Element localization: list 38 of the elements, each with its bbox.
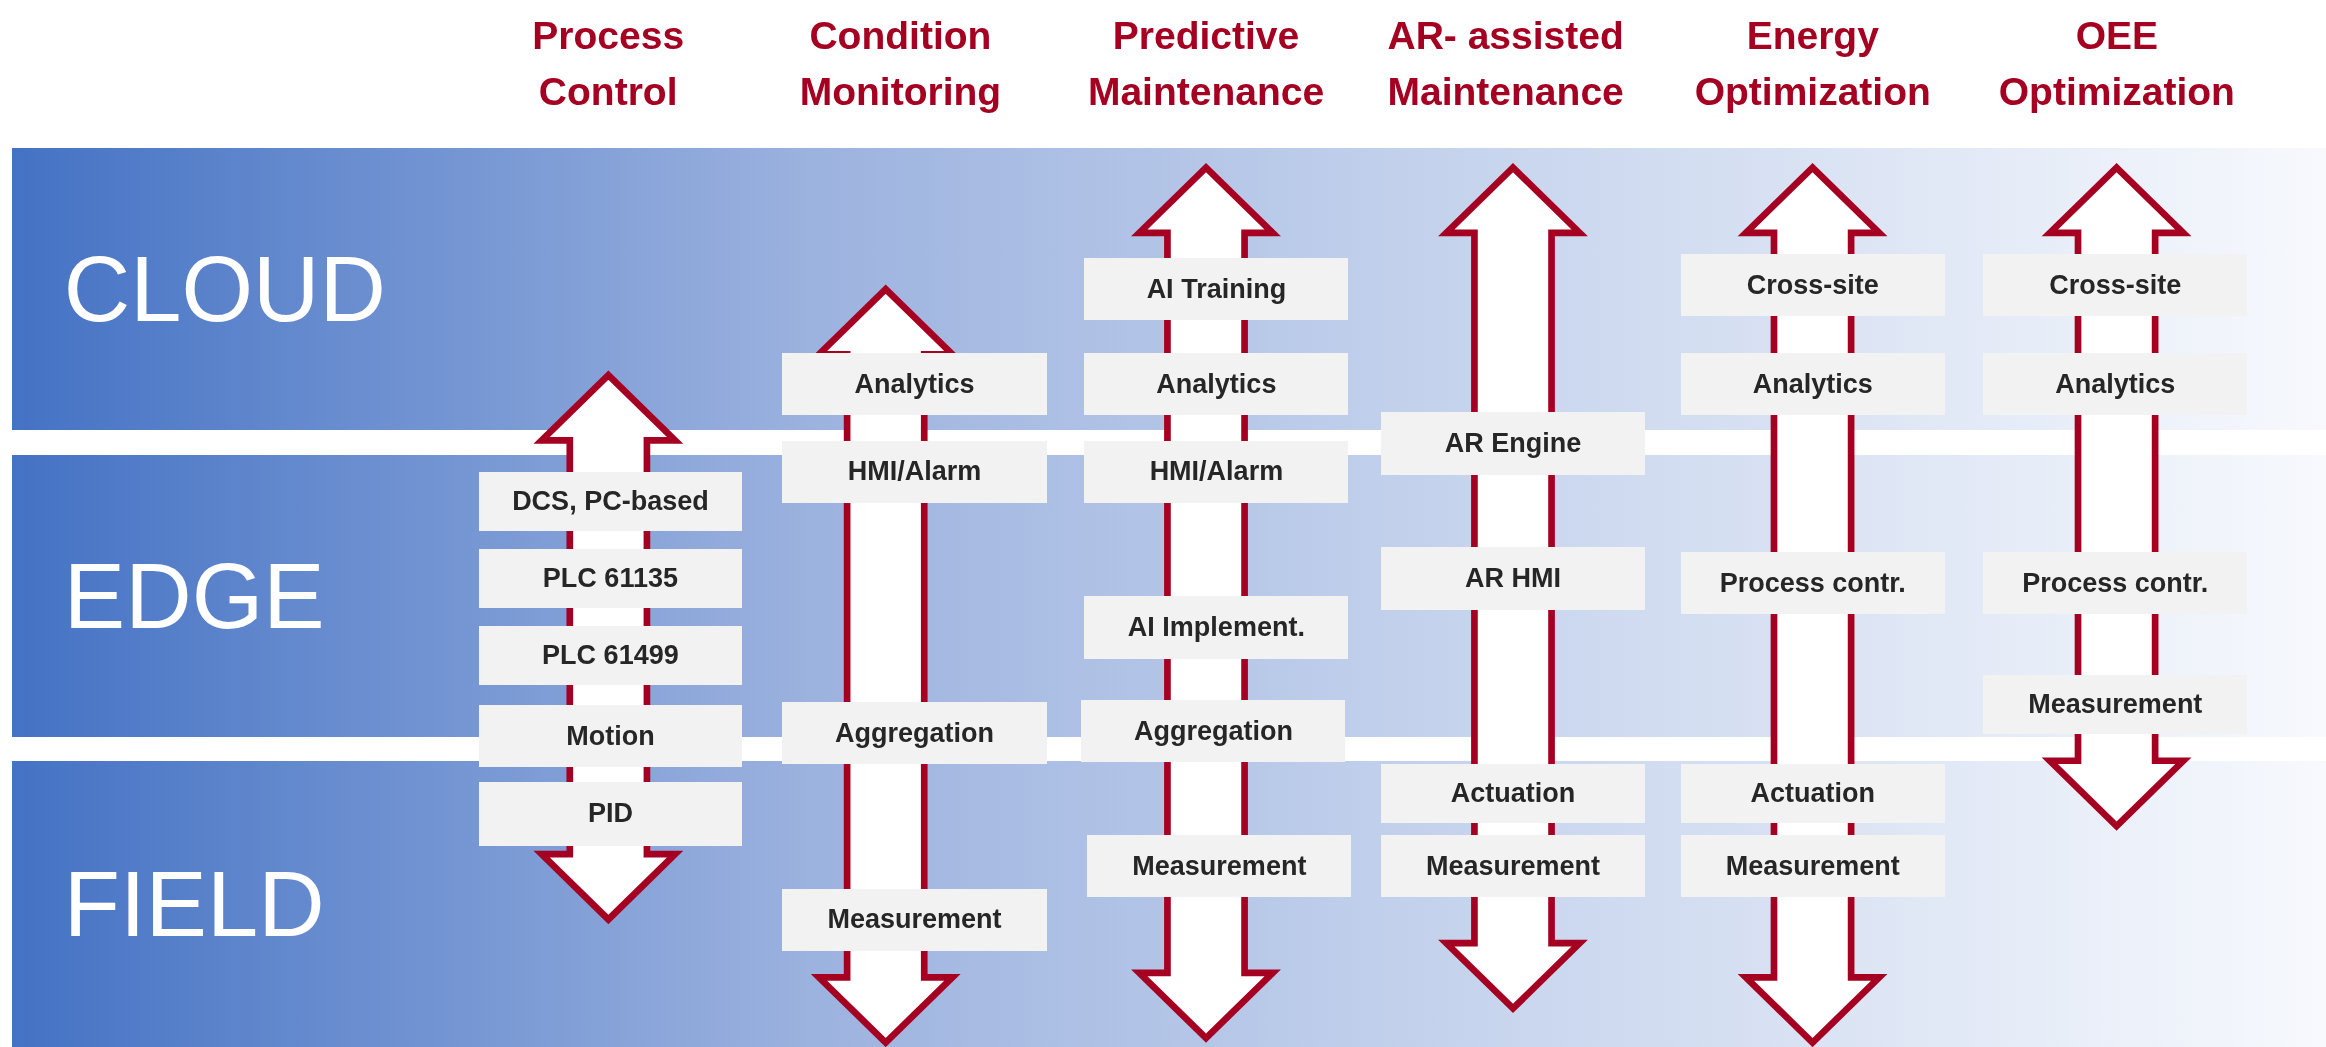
- column-title: Predictive Maintenance: [1086, 13, 1326, 115]
- function-box: Measurement: [1680, 835, 1945, 898]
- function-box: Analytics: [781, 353, 1048, 416]
- column-title: AR- assisted Maintenance: [1386, 13, 1625, 115]
- function-box: Analytics: [1983, 353, 2248, 416]
- function-box: AR Engine: [1381, 412, 1646, 475]
- function-box: Measurement: [1983, 674, 2248, 735]
- function-box: Measurement: [1381, 835, 1646, 898]
- layer-name: CLOUD: [63, 243, 386, 336]
- function-box: Analytics: [1084, 353, 1349, 416]
- function-box: AR HMI: [1381, 547, 1646, 610]
- function-box: Motion: [479, 704, 742, 767]
- function-box: Measurement: [1087, 835, 1352, 898]
- column-title: Process Control: [531, 13, 686, 115]
- column-title: OEE Optimization: [1997, 13, 2236, 115]
- function-box: Aggregation: [1081, 700, 1346, 763]
- function-box: Process contr.: [1680, 551, 1945, 615]
- function-box: Actuation: [1381, 763, 1646, 824]
- function-box: AI Training: [1084, 258, 1349, 321]
- layer-name: FIELD: [63, 858, 325, 951]
- layer-name: EDGE: [63, 550, 325, 643]
- function-box: Cross-site: [1680, 253, 1945, 316]
- function-box: Analytics: [1680, 353, 1945, 416]
- function-box: AI Implement.: [1084, 596, 1349, 659]
- function-box: Aggregation: [781, 701, 1048, 764]
- function-box: Process contr.: [1983, 551, 2248, 615]
- function-box: Cross-site: [1983, 253, 2248, 316]
- function-box: DCS, PC-based: [479, 471, 742, 532]
- layer-band: [11, 148, 2326, 431]
- column-title: Energy Optimization: [1693, 13, 1932, 115]
- function-box: HMI/Alarm: [1084, 440, 1349, 503]
- column-title: Condition Monitoring: [798, 13, 1003, 115]
- function-box: PID: [479, 781, 742, 846]
- function-box: PLC 61135: [479, 548, 742, 609]
- function-box: Actuation: [1680, 763, 1945, 824]
- function-box: HMI/Alarm: [781, 440, 1048, 503]
- function-box: Measurement: [781, 888, 1048, 951]
- function-box: PLC 61499: [479, 626, 742, 686]
